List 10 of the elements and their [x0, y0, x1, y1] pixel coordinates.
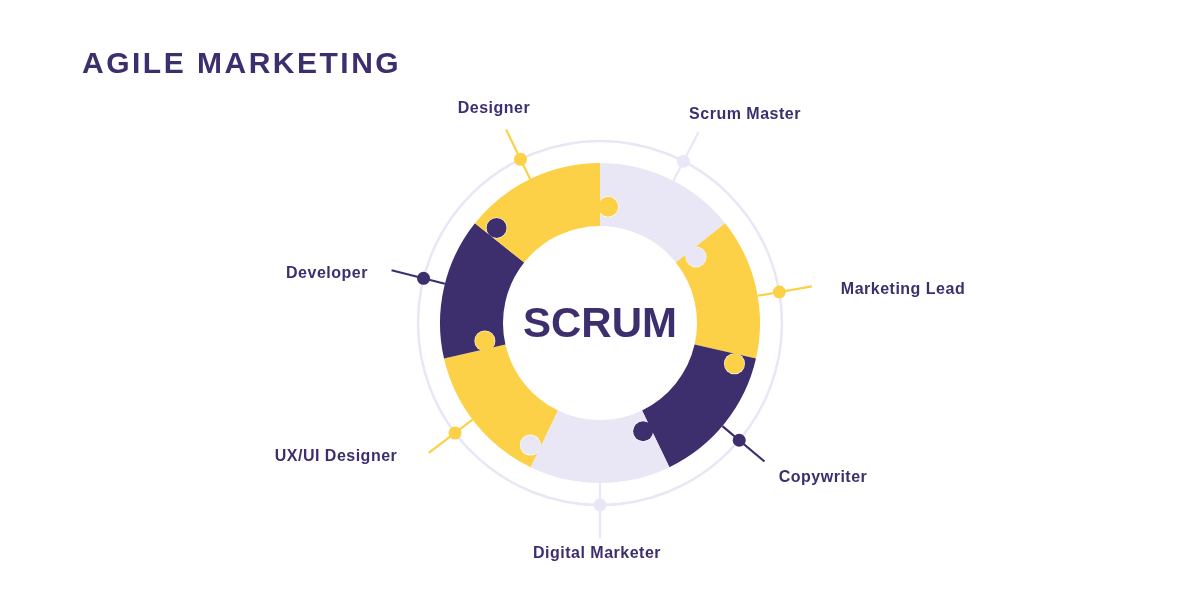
role-label: Marketing Lead — [840, 280, 966, 298]
role-label: Scrum Master — [689, 105, 801, 123]
role-label: UX/UI Designer — [274, 447, 398, 465]
puzzle-piece — [474, 163, 619, 263]
title: AGILE MARKETING — [82, 46, 402, 80]
role-label: Developer — [286, 264, 368, 282]
role-label: Copywriter — [778, 468, 868, 486]
role-label: Digital Marketer — [533, 544, 661, 562]
role-label: Designer — [457, 99, 531, 117]
center-label: SCRUM — [523, 299, 677, 347]
